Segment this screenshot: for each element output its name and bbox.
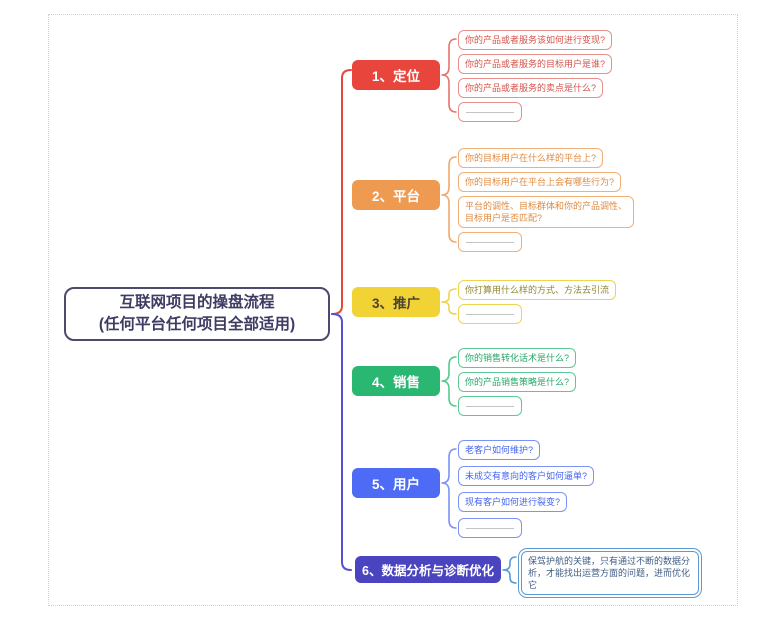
branch-node-platform[interactable]: 2、平台: [352, 180, 440, 210]
central-topic-line2: (任何平台任何项目全部适用): [98, 316, 296, 333]
note-box[interactable]: 你的产品或者服务该如何进行变现?: [458, 30, 613, 51]
note-box[interactable]: 未成交有意向的客户如何逼单?: [458, 466, 595, 487]
central-topic-node[interactable]: 互联网项目的操盘流程 (任何平台任何项目全部适用): [64, 287, 330, 341]
note-box[interactable]: 你的目标用户在什么样的平台上?: [458, 148, 604, 169]
blank-line: [466, 242, 514, 243]
branch-label: 1、定位: [371, 69, 420, 84]
note-box[interactable]: 现有客户如何进行裂变?: [458, 492, 568, 513]
empty-note-box[interactable]: [458, 232, 522, 252]
empty-note-box[interactable]: [458, 396, 522, 416]
blank-line: [466, 528, 514, 529]
branch-6-brace: [502, 556, 517, 584]
blank-line: [466, 314, 514, 315]
blank-line: [466, 112, 514, 113]
branch-1-brace: [441, 38, 457, 113]
central-topic-line1: 互联网项目的操盘流程: [119, 293, 275, 311]
branch-5-brace: [441, 448, 457, 529]
branch-label: 2、平台: [371, 189, 420, 204]
branch-node-users[interactable]: 5、用户: [352, 468, 440, 498]
root-brace-lower: [331, 313, 352, 571]
empty-note-box[interactable]: [458, 518, 522, 538]
note-box[interactable]: 你的销售转化话术是什么?: [458, 348, 577, 369]
note-box[interactable]: 你的产品或者服务的卖点是什么?: [458, 78, 604, 99]
note-box[interactable]: 你的产品或者服务的目标用户是谁?: [458, 54, 613, 75]
branch-4-brace: [441, 356, 457, 407]
blank-line: [466, 406, 514, 407]
note-box[interactable]: 老客户如何维护?: [458, 440, 541, 461]
branch-label: 5、用户: [371, 477, 420, 492]
branch-3-brace: [441, 288, 457, 315]
note-box[interactable]: 平台的调性、目标群体和你的产品调性、目标用户是否匹配?: [458, 196, 634, 229]
note-box[interactable]: 你的产品销售策略是什么?: [458, 372, 577, 393]
note-box[interactable]: 你打算用什么样的方式、方法去引流: [458, 280, 617, 301]
branch-node-sales[interactable]: 4、销售: [352, 366, 440, 396]
note-box[interactable]: 你的目标用户在平台上会有哪些行为?: [458, 172, 622, 193]
root-brace-upper: [331, 69, 352, 315]
branch-label: 6、数据分析与诊断优化: [362, 564, 494, 578]
branch-label: 4、销售: [371, 375, 420, 390]
branch-node-positioning[interactable]: 1、定位: [352, 60, 440, 90]
empty-note-box[interactable]: [458, 304, 522, 324]
branch-2-brace: [441, 156, 457, 243]
empty-note-box[interactable]: [458, 102, 522, 122]
note-box[interactable]: 保驾护航的关键，只有通过不断的数据分析，才能找出运营方面的问题，进而优化它: [518, 547, 702, 599]
branch-node-data-analysis[interactable]: 6、数据分析与诊断优化: [355, 556, 501, 583]
branch-label: 3、推广: [371, 296, 420, 311]
branch-node-promotion[interactable]: 3、推广: [352, 287, 440, 317]
